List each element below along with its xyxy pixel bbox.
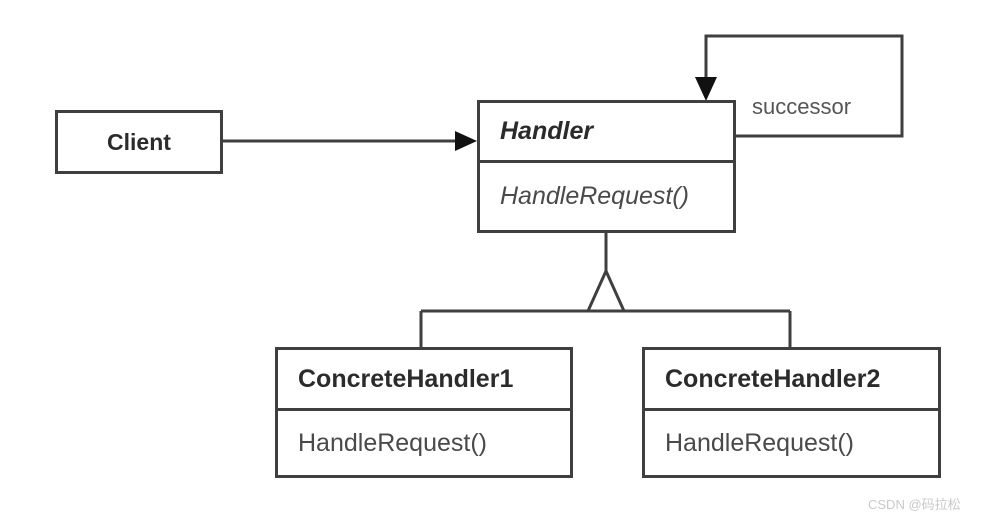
class-name-concrete-handler-1: ConcreteHandler1: [298, 364, 514, 393]
class-operations-compartment: HandleRequest(): [645, 411, 938, 475]
class-name-client: Client: [107, 128, 171, 155]
class-name-compartment: Handler: [480, 103, 733, 163]
class-name-handler: Handler: [500, 117, 594, 145]
class-box-concrete-handler-2[interactable]: ConcreteHandler2 HandleRequest(): [642, 347, 941, 478]
class-box-client[interactable]: Client: [55, 110, 223, 174]
class-box-concrete-handler-1[interactable]: ConcreteHandler1 HandleRequest(): [275, 347, 573, 478]
edge-label-successor: successor: [752, 94, 852, 119]
filled-arrowhead-icon: [455, 131, 477, 151]
watermark: CSDN @码拉松: [868, 497, 961, 512]
class-name-compartment: ConcreteHandler1: [278, 350, 570, 411]
class-box-handler[interactable]: Handler HandleRequest(): [477, 100, 736, 233]
connector-generalization: [419, 233, 792, 348]
class-name-compartment: Client: [58, 113, 220, 171]
class-operations-compartment: HandleRequest(): [480, 163, 733, 230]
connector-handler-successor: [695, 34, 904, 138]
successor-loop-path: [704, 34, 904, 138]
connector-client-to-handler: [223, 131, 477, 151]
operation-handle-request: HandleRequest(): [298, 428, 487, 457]
operation-handle-request: HandleRequest(): [665, 428, 854, 457]
operation-handle-request: HandleRequest(): [500, 182, 689, 210]
class-name-concrete-handler-2: ConcreteHandler2: [665, 364, 881, 393]
hollow-triangle-icon: [585, 267, 627, 313]
class-operations-compartment: HandleRequest(): [278, 411, 570, 475]
class-name-compartment: ConcreteHandler2: [645, 350, 938, 411]
filled-arrowhead-icon: [695, 77, 717, 101]
